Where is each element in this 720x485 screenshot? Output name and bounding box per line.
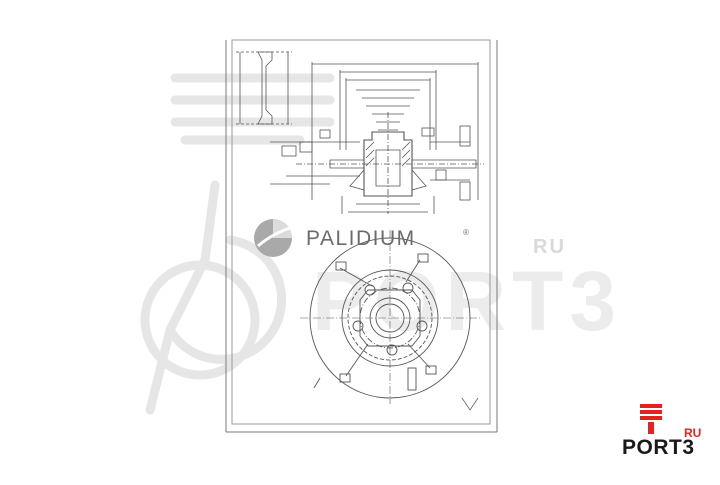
disc-front-view [300,230,480,411]
sheet-frame [225,39,498,433]
disc-cross-section [270,62,484,214]
logo-ru-label: RU [684,426,702,440]
watermark-graphic: PORT3 [140,73,622,415]
brand-logo: PALIDIUM ® [252,216,472,260]
svg-text:PORT3: PORT3 [312,254,622,348]
logo-wordmark: PORT3 [622,436,695,459]
port3-logo: RU PORT3 [622,404,702,460]
piston-icon [640,404,662,434]
brand-name: PALIDIUM [306,227,416,250]
palidium-emblem-icon [254,219,292,257]
brand-registered-mark: ® [463,228,469,237]
watermark-ru: RU [533,236,566,258]
section-detail [236,51,292,125]
